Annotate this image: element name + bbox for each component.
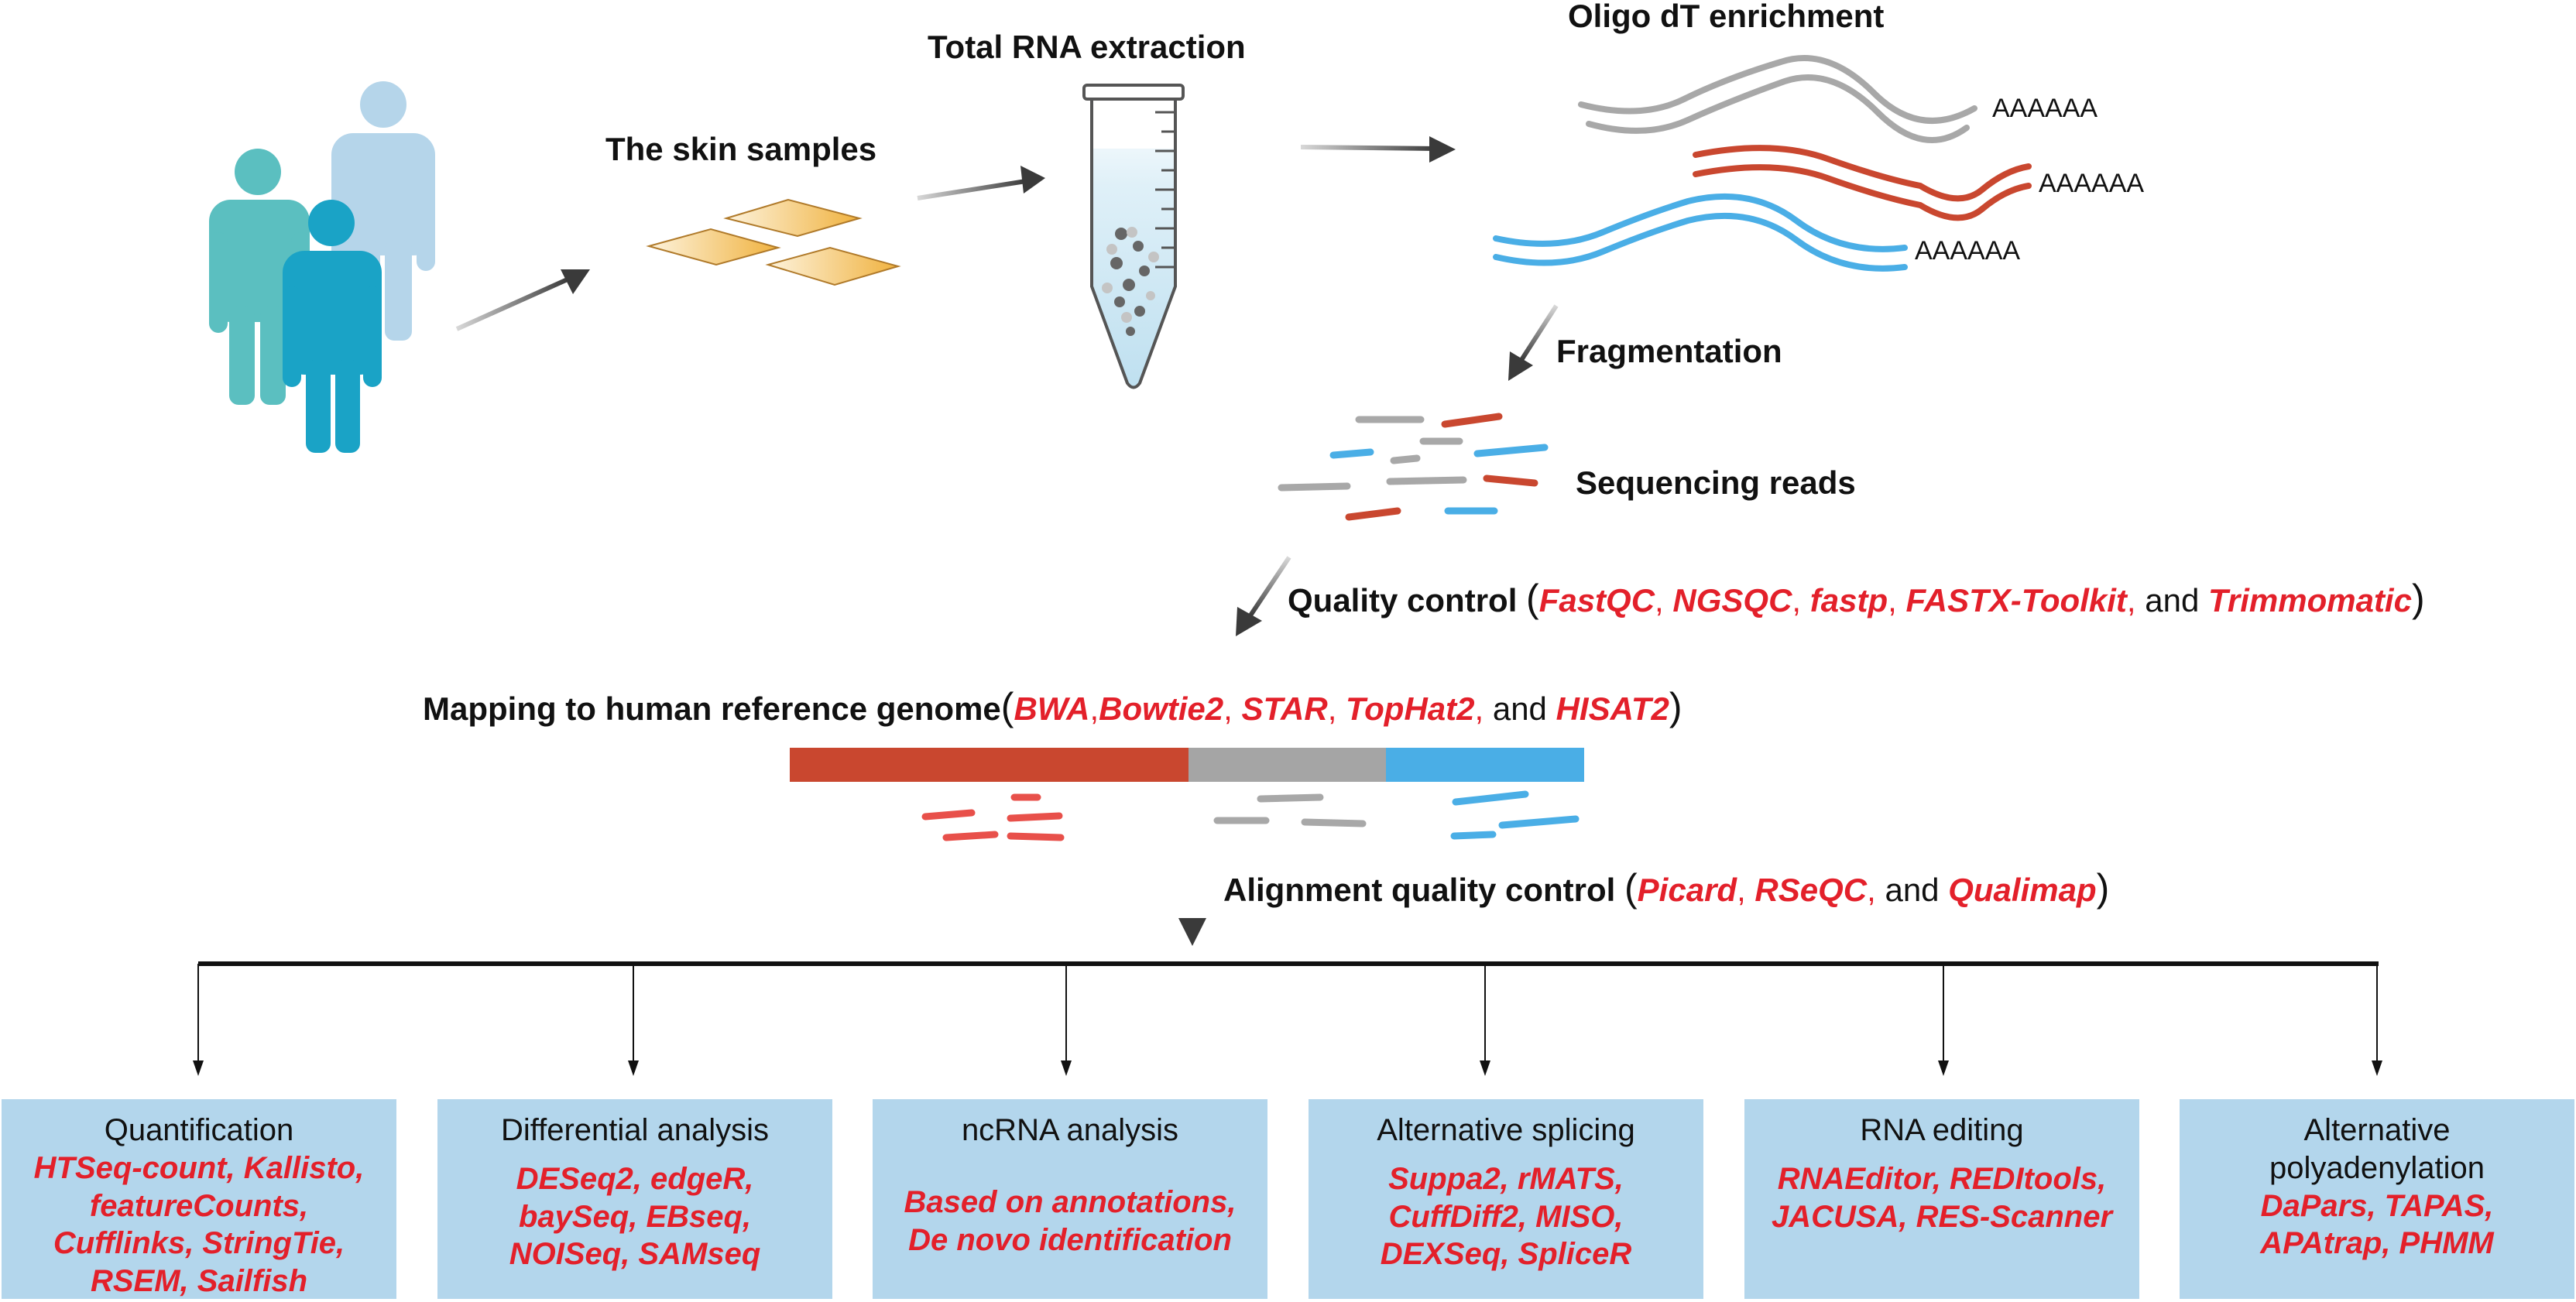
conjunction-text: and <box>1492 690 1547 727</box>
analysis-title: Quantification <box>104 1113 294 1147</box>
analysis-tools: DESeq2, edgeR, <box>516 1161 754 1196</box>
conjunction-text: and <box>2145 582 2200 618</box>
total-rna-extraction-label: Total RNA extraction <box>928 29 1246 65</box>
skin-samples-label: The skin samples <box>605 131 877 167</box>
analysis-tools: NOISeq, SAMseq <box>509 1237 761 1272</box>
analysis-title: Alternative splicing <box>1377 1113 1635 1147</box>
arrow-icon <box>917 166 1045 200</box>
tool-name: BWA <box>1014 690 1090 727</box>
mapping-step: Mapping to human reference genome(BWA,Bo… <box>423 685 1682 728</box>
tool-name: FastQC <box>1538 582 1655 618</box>
analysis-title: Differential analysis <box>500 1113 770 1147</box>
analysis-title: ncRNA analysis <box>961 1113 1179 1147</box>
tool-name: fastp <box>1809 582 1888 618</box>
analysis-tools: Cufflinks, StringTie, <box>53 1226 345 1261</box>
arrow-icon <box>1508 304 1559 381</box>
polya-tail-label: AAAAAA <box>1915 236 2021 266</box>
mrna-strands-icon <box>1493 55 2032 272</box>
analysis-tools: Based on annotations, <box>904 1184 1237 1219</box>
tool-name: Trimmomatic <box>2207 582 2412 618</box>
arrow-icon <box>455 269 590 331</box>
tool-name: NGSQC <box>1672 582 1792 618</box>
quality-control-step: Quality control (FastQC, NGSQC, fastp, F… <box>1288 577 2425 620</box>
sequencing-reads-icon <box>1278 413 1549 521</box>
analysis-tools: baySeq, EBseq, <box>518 1199 752 1234</box>
analysis-tools: RNAEditor, REDItools, <box>1777 1161 2107 1196</box>
fragmentation-label: Fragmentation <box>1556 333 1782 369</box>
tool-name: TopHat2 <box>1346 690 1475 727</box>
analysis-box-differential-analysis: Differential analysis DESeq2, edgeR, bay… <box>437 1099 832 1299</box>
reference-genome-bar <box>790 748 1584 782</box>
analysis-title: Alternative <box>2303 1113 2451 1147</box>
tool-name: FASTX-Toolkit <box>1905 582 2127 618</box>
analysis-tools: DEXSeq, SpliceR <box>1380 1237 1632 1272</box>
conjunction-text: and <box>1885 872 1940 908</box>
polya-tail-label: AAAAAA <box>2039 169 2145 198</box>
analysis-tools: RSEM, Sailfish <box>90 1264 308 1299</box>
analysis-box-rna-editing: RNA editing RNAEditor, REDItools, JACUSA… <box>1744 1099 2139 1299</box>
analysis-title: RNA editing <box>1860 1113 2024 1147</box>
mapping-label: Mapping to human reference genome <box>423 690 1001 727</box>
alignment-qc-step: Alignment quality control (Picard, RSeQC… <box>1223 866 2110 910</box>
analysis-box-alternative-splicing: Alternative splicing Suppa2, rMATS, Cuff… <box>1309 1099 1703 1299</box>
analysis-box-ncrna-analysis: ncRNA analysis Based on annotations, De … <box>873 1099 1267 1299</box>
tool-name: Bowtie2 <box>1099 690 1224 727</box>
tool-name: HISAT2 <box>1556 690 1669 727</box>
analysis-box-quantification: Quantification HTSeq-count, Kallisto, fe… <box>2 1099 396 1299</box>
arrow-icon <box>1300 136 1456 163</box>
analysis-tools: DaPars, TAPAS, <box>2260 1188 2494 1223</box>
arrow-icon <box>1178 844 1206 946</box>
tool-name: Picard <box>1637 872 1737 908</box>
mapped-reads-icon <box>921 790 1580 841</box>
skin-samples-icon <box>646 198 901 286</box>
oligo-dt-enrichment-label: Oligo dT enrichment <box>1568 0 1885 34</box>
quality-control-label: Quality control <box>1288 582 1518 618</box>
sequencing-reads-label: Sequencing reads <box>1576 464 1856 501</box>
person-front-icon <box>283 200 382 453</box>
branch-connector <box>193 961 2382 1076</box>
analysis-tools: APAtrap, PHMM <box>2260 1226 2494 1261</box>
analysis-tools: De novo identification <box>908 1222 1232 1257</box>
arrow-icon <box>1236 556 1291 636</box>
analysis-tools: JACUSA, RES-Scanner <box>1771 1199 2113 1234</box>
analysis-tools: CuffDiff2, MISO, <box>1388 1199 1624 1234</box>
people-icon <box>209 81 435 453</box>
person-back-icon <box>331 81 435 341</box>
analysis-title: polyadenylation <box>2269 1150 2485 1185</box>
analysis-box-alternative-polyadenylation: Alternative polyadenylation DaPars, TAPA… <box>2180 1099 2574 1299</box>
polya-tail-label: AAAAAA <box>1992 94 2098 123</box>
analysis-tools: Suppa2, rMATS, <box>1388 1161 1624 1196</box>
tool-name: RSeQC <box>1754 872 1868 908</box>
test-tube-icon <box>1082 84 1185 389</box>
tool-name: STAR <box>1241 690 1328 727</box>
analysis-tools: HTSeq-count, Kallisto, <box>33 1150 365 1185</box>
analysis-tools: featureCounts, <box>89 1188 309 1223</box>
alignment-qc-label: Alignment quality control <box>1223 872 1616 908</box>
tool-name: Qualimap <box>1948 872 2097 908</box>
